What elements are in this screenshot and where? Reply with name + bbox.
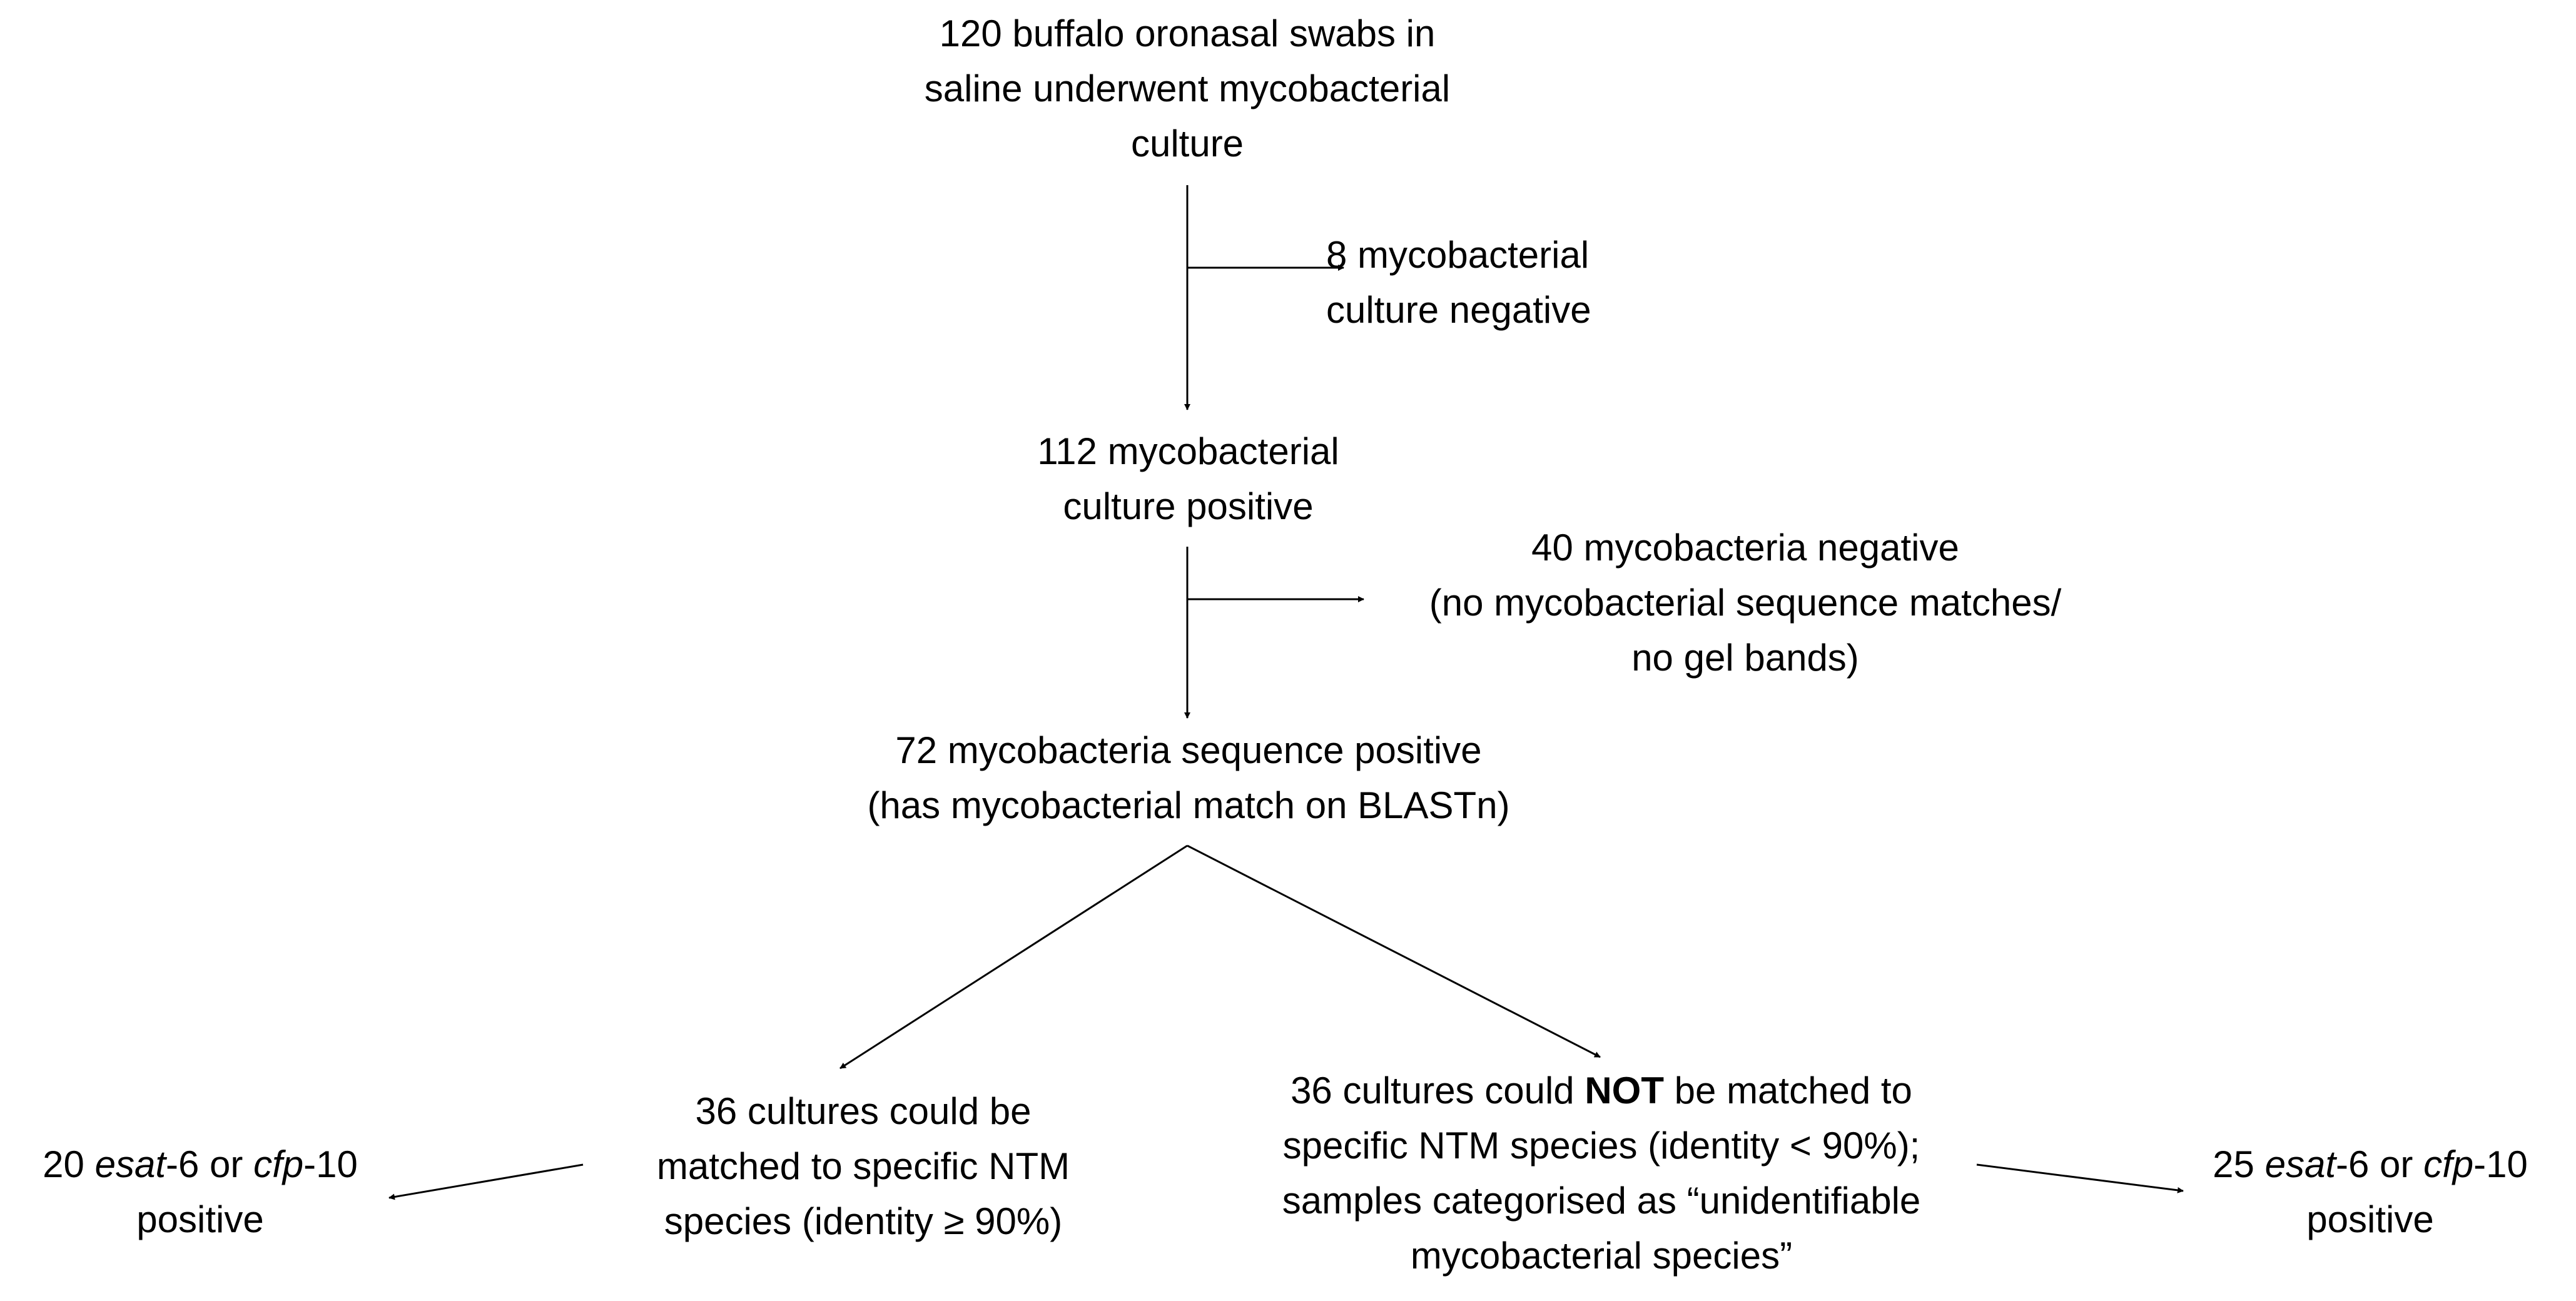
culture-positive-line: 112 mycobacterial (1037, 430, 1339, 472)
arrow-unmatched-to-esat25 (1976, 1163, 2184, 1193)
sequence-positive-line: (has mycobacterial match on BLASTn) (867, 784, 1510, 826)
esat25-count: 25 (2213, 1143, 2265, 1185)
unmatched-species-line-3: samples categorised as “unidentifiable (1282, 1180, 1921, 1222)
esat-cfp-20-line-1: 20 esat-6 or cfp-10 (0, 1137, 400, 1192)
esat20-suffix-2: -10 (303, 1143, 358, 1185)
culture-positive-line: culture positive (1063, 485, 1314, 527)
unmatched-species-line-1: 36 cultures could NOT be matched to (1164, 1063, 2039, 1118)
start-node-line: 120 buffalo oronasal swabs in (939, 13, 1436, 54)
sequence-negative-line: no gel bands) (1631, 637, 1859, 679)
esat20-gene-esat: esat (94, 1143, 166, 1185)
arrow-matched-to-esat20 (388, 1163, 584, 1200)
unmatched-text-pre: 36 cultures could (1291, 1070, 1585, 1111)
esat20-count: 20 (43, 1143, 95, 1185)
esat25-gene-esat: esat (2264, 1143, 2336, 1185)
esat-cfp-positive-25-node: 25 esat-6 or cfp-10 positive (2164, 1137, 2576, 1247)
matched-species-node: 36 cultures could be matched to specific… (550, 1084, 1176, 1249)
culture-negative-line: culture negative (1326, 289, 1591, 331)
start-node-line: culture (1130, 123, 1244, 165)
sequence-negative-line: 40 mycobacteria negative (1531, 527, 1959, 569)
esat25-suffix-1: -6 or (2336, 1143, 2424, 1185)
esat-cfp-positive-20-node: 20 esat-6 or cfp-10 positive (0, 1137, 400, 1247)
arrow-seq72-to-matched (839, 844, 1188, 1070)
matched-species-line: matched to specific NTM (656, 1145, 1070, 1187)
esat-cfp-25-line-2: positive (2306, 1198, 2434, 1240)
sequence-positive-line: 72 mycobacteria sequence positive (895, 729, 1482, 771)
esat20-gene-cfp: cfp (253, 1143, 304, 1185)
matched-species-line: species (identity ≥ 90%) (664, 1200, 1063, 1242)
not-emphasis: NOT (1585, 1070, 1664, 1111)
matched-species-line: 36 cultures could be (695, 1090, 1032, 1132)
sequence-positive-node: 72 mycobacteria sequence positive (has m… (751, 723, 1626, 833)
esat20-suffix-1: -6 or (166, 1143, 254, 1185)
unmatched-species-node: 36 cultures could NOT be matched to spec… (1164, 1063, 2039, 1283)
unmatched-species-line-4: mycobacterial species” (1410, 1235, 1793, 1277)
sequence-negative-node: 40 mycobacteria negative (no mycobacteri… (1339, 520, 2152, 686)
esat-cfp-25-line-1: 25 esat-6 or cfp-10 (2164, 1137, 2576, 1192)
esat25-suffix-2: -10 (2473, 1143, 2528, 1185)
arrow-seq72-to-unmatched (1187, 844, 1601, 1058)
unmatched-text-post: be matched to (1664, 1070, 1912, 1111)
culture-negative-line: 8 mycobacterial (1326, 234, 1590, 276)
sequence-negative-line: (no mycobacterial sequence matches/ (1429, 582, 2062, 624)
esat-cfp-20-line-2: positive (136, 1198, 264, 1240)
culture-negative-node: 8 mycobacterial culture negative (1326, 228, 1689, 338)
unmatched-species-line-2: specific NTM species (identity < 90%); (1282, 1125, 1920, 1167)
esat25-gene-cfp: cfp (2423, 1143, 2474, 1185)
start-node: 120 buffalo oronasal swabs in saline und… (812, 6, 1563, 171)
culture-positive-node: 112 mycobacterial culture positive (946, 424, 1431, 534)
start-node-line: saline underwent mycobacterial (924, 68, 1451, 109)
